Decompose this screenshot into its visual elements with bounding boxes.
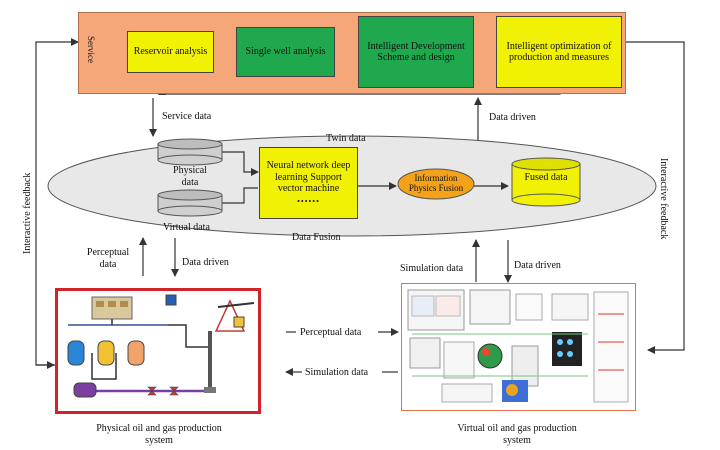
simulation-data-mid-label: Simulation data: [305, 367, 369, 378]
simulation-data-right-label: Simulation data: [400, 263, 464, 274]
algorithm-dots: ••••••: [297, 196, 320, 206]
perceptual-data-mid-label: Perceptual data: [300, 327, 362, 338]
data-driven-right-label: Data driven: [514, 260, 561, 271]
physical-system-caption: Physical oil and gas production system: [96, 423, 222, 446]
fused-data-label: Fused data: [524, 172, 568, 183]
info-fusion-label: Information Physics Fusion: [408, 173, 464, 194]
algorithm-box: Neural network deep learning Support vec…: [259, 147, 358, 219]
service-label: Service: [86, 36, 96, 63]
interactive-feedback-left-label: Interactive feedback: [22, 172, 33, 254]
virtual-data-cylinder: [157, 189, 223, 217]
intelligent-development-box: Intelligent Development Scheme and desig…: [358, 16, 474, 88]
physical-data-label: Physical data: [173, 165, 207, 188]
physical-system-illustration: [67, 294, 255, 398]
fused-data-cylinder: [511, 157, 581, 207]
reservoir-analysis-box: Reservoir analysis: [127, 31, 214, 73]
intelligent-optimization-box: Intelligent optimization of production a…: [496, 16, 622, 88]
twin-data-label: Twin data: [326, 133, 366, 144]
data-fusion-label: Data Fusion: [292, 232, 341, 243]
interactive-feedback-right-label: Interactive feedback: [658, 158, 669, 240]
single-well-analysis-box: Single well analysis: [236, 27, 335, 77]
virtual-system-caption: Virtual oil and gas production system: [457, 423, 577, 446]
physical-data-cylinder: [157, 138, 223, 166]
algorithm-text: Neural network deep learning Support vec…: [266, 160, 351, 195]
physical-system-panel: [55, 288, 261, 414]
perceptual-data-left-label: Perceptual data: [86, 247, 130, 270]
virtual-system-panel: [401, 283, 636, 411]
data-driven-top-label: Data driven: [489, 112, 536, 123]
data-driven-left-label: Data driven: [182, 257, 229, 268]
virtual-data-label: Virtual data: [163, 222, 210, 233]
info-fusion-ellipse: [397, 168, 475, 200]
service-data-label: Service data: [162, 111, 212, 122]
virtual-system-illustration: [407, 289, 629, 403]
